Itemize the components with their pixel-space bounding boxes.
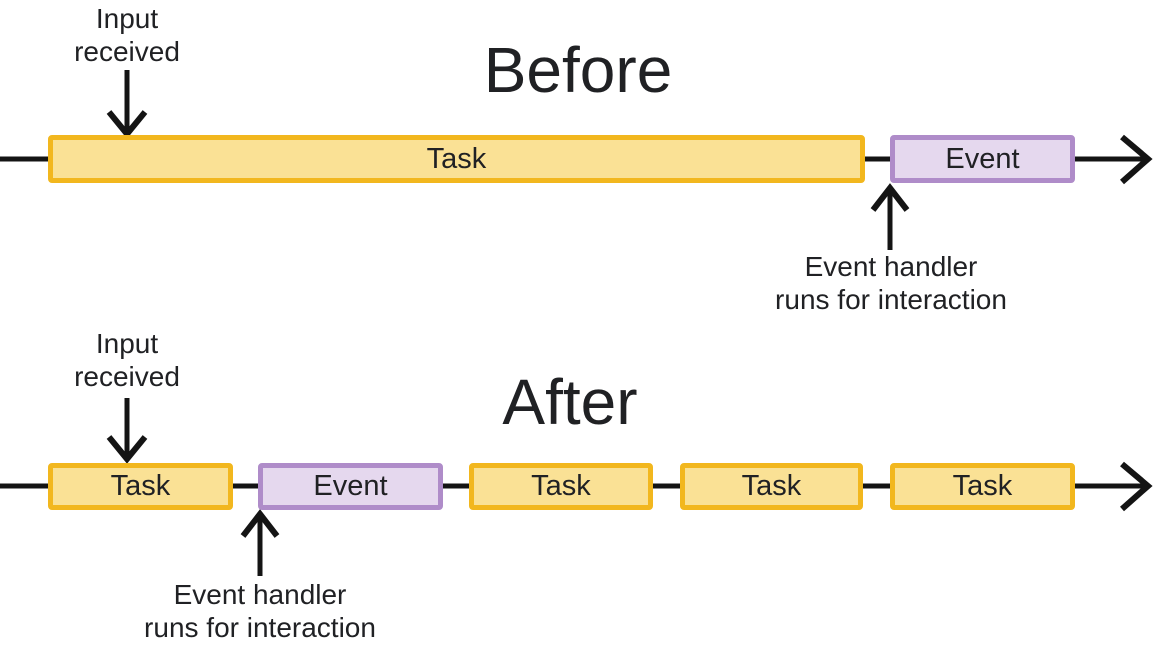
after-handler-arrow <box>240 509 280 576</box>
after-title: After <box>502 366 638 438</box>
after-task-bar-2: Task <box>469 463 653 510</box>
after-task4-label: Task <box>952 470 1013 502</box>
after-input-arrow <box>106 398 148 464</box>
after-input-line2: received <box>74 361 180 392</box>
before-input-arrow <box>106 70 148 139</box>
after-task-bar-4: Task <box>890 463 1075 510</box>
before-task-label: Task <box>426 142 487 175</box>
after-arrow-up-icon <box>240 509 280 538</box>
after-event-handler-label: Event handler runs for interaction <box>110 578 410 644</box>
after-handler-line2: runs for interaction <box>144 612 376 643</box>
before-input-received-label: Input received <box>27 2 227 68</box>
before-input-line2: received <box>74 36 180 67</box>
after-event-bar: Event <box>258 463 443 510</box>
before-handler-line2: runs for interaction <box>775 284 1007 315</box>
after-task3-label: Task <box>741 470 802 502</box>
before-event-handler-label: Event handler runs for interaction <box>741 250 1041 316</box>
before-event-bar: Event <box>890 135 1075 183</box>
before-input-line1: Input <box>95 3 159 34</box>
before-task-bar: Task <box>48 135 865 183</box>
before-event-label: Event <box>945 142 1020 175</box>
after-handler-line1: Event handler <box>173 579 347 610</box>
after-task-bar-1: Task <box>48 463 233 510</box>
before-handler-arrow <box>870 183 910 250</box>
after-input-line1: Input <box>95 328 159 359</box>
before-title: Before <box>483 34 673 106</box>
after-task2-label: Task <box>531 470 591 502</box>
after-arrow-right-icon <box>1120 461 1153 512</box>
before-handler-line1: Event handler <box>804 251 978 282</box>
before-arrow-up-icon <box>870 183 910 212</box>
after-arrow-down-icon <box>106 435 148 464</box>
before-arrow-right-icon <box>1120 134 1153 185</box>
after-task-bar-3: Task <box>680 463 863 510</box>
after-task1-label: Task <box>110 470 171 502</box>
after-input-received-label: Input received <box>27 327 227 393</box>
after-event-label: Event <box>313 470 388 502</box>
before-arrow-down-icon <box>106 110 148 139</box>
